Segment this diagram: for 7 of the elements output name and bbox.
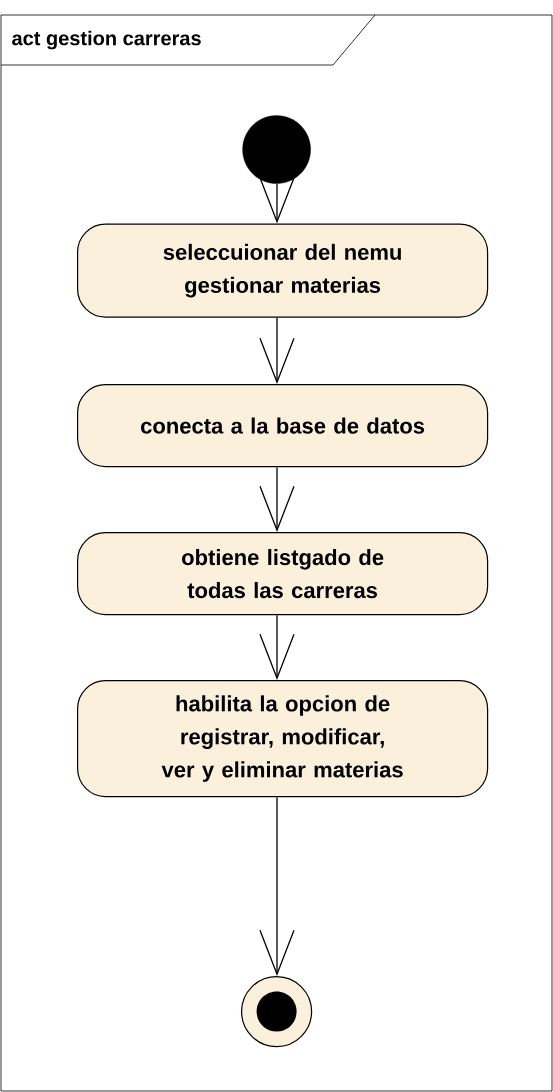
- arrow: [259, 796, 295, 976]
- action-box: conecta a la base de datos: [77, 384, 489, 468]
- action-box: obtiene listgado de todas las carreras: [77, 532, 489, 616]
- end-node: [241, 976, 313, 1048]
- action-box: seleccuionar del nemu gestionar materias: [77, 223, 489, 318]
- action-box: habilita la opcion de registrar, modificar, ver y eliminar materias: [77, 680, 489, 798]
- start-node: [242, 115, 311, 184]
